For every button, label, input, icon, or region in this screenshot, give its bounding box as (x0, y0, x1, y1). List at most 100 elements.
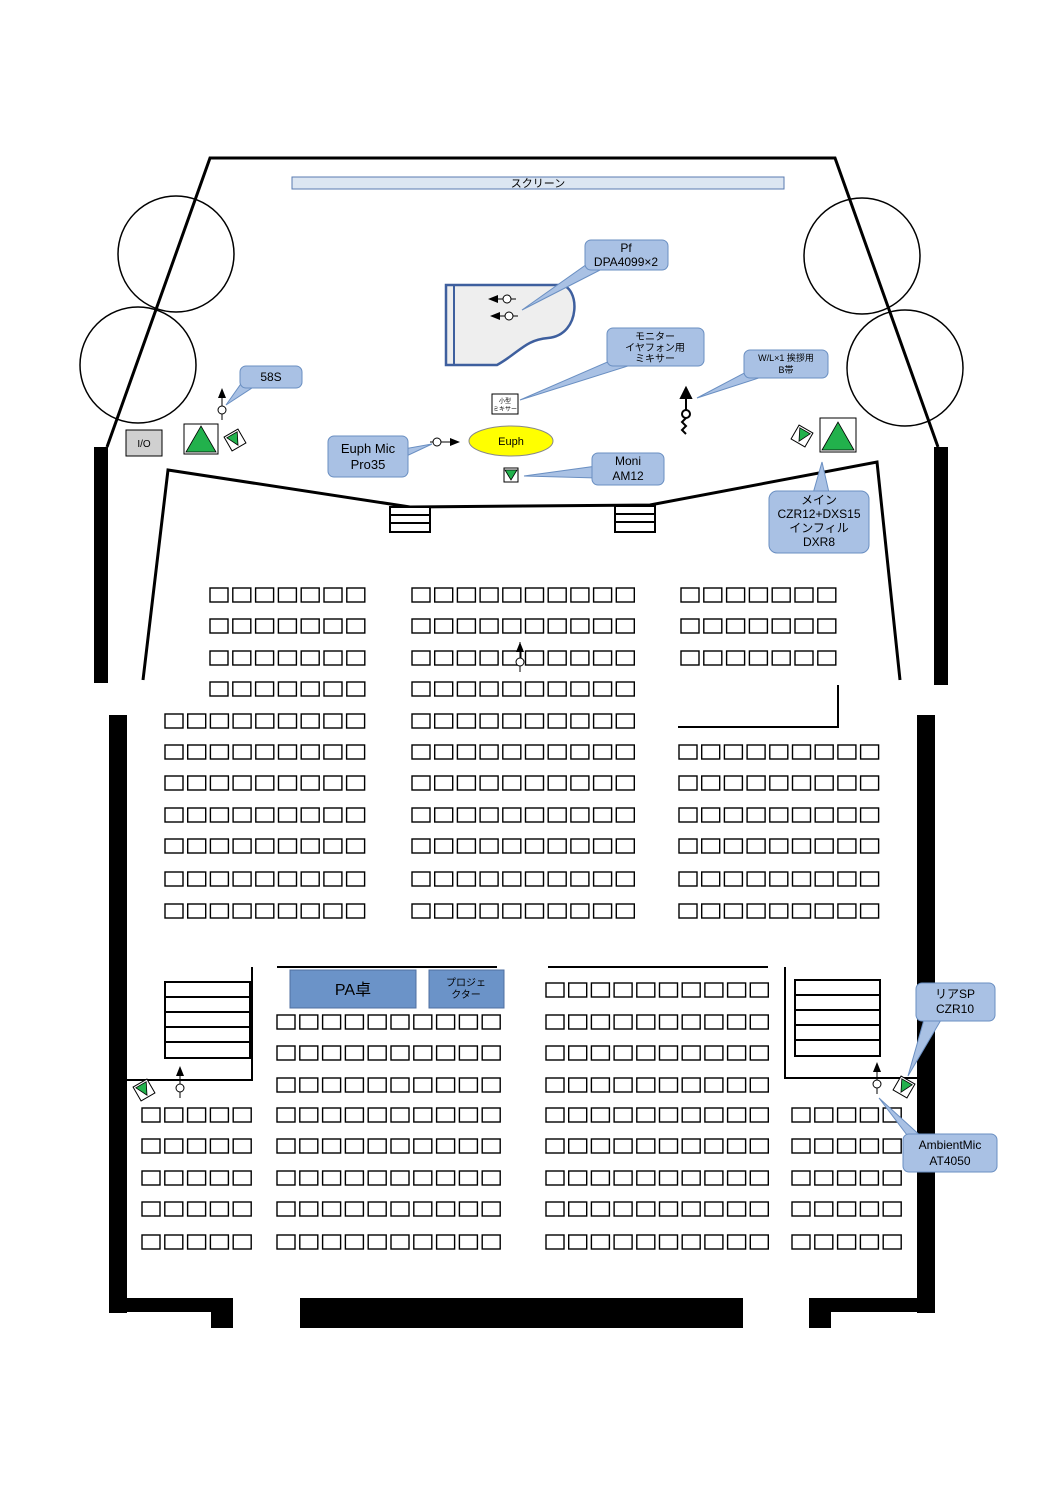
seat (547, 681, 567, 697)
seat (636, 1170, 656, 1186)
seat (479, 871, 499, 887)
seat (636, 1014, 656, 1030)
seat (321, 1077, 342, 1093)
pa-desk: PA卓 (289, 969, 417, 1009)
seat (434, 903, 454, 919)
seat (836, 1107, 857, 1123)
seat (321, 1234, 342, 1250)
right-staircase (794, 979, 881, 1057)
seat (615, 587, 635, 603)
seat (434, 650, 454, 666)
seat (390, 1138, 410, 1154)
seat (186, 1201, 207, 1217)
seat (479, 618, 499, 634)
seat (726, 1045, 747, 1061)
seat (547, 650, 567, 666)
seat (323, 903, 343, 919)
seat (300, 681, 320, 697)
seat (613, 1014, 633, 1030)
seat (141, 1170, 161, 1186)
seat (479, 775, 499, 791)
seat (186, 775, 207, 791)
seat (300, 871, 320, 887)
right-main-speaker-icon (819, 417, 857, 453)
seat (658, 1045, 679, 1061)
seat (413, 1014, 433, 1030)
seat (748, 587, 769, 603)
svg-text:クター: クター (451, 989, 481, 1001)
seat (323, 650, 343, 666)
seat (186, 1234, 207, 1250)
seat (209, 681, 229, 697)
grand-piano (444, 283, 576, 367)
seat (344, 1201, 365, 1217)
seat (837, 903, 857, 919)
seat (524, 650, 545, 666)
svg-text:小型: 小型 (499, 397, 511, 405)
seat (255, 838, 275, 854)
seat (859, 744, 880, 760)
seat (859, 838, 880, 854)
seat (367, 1201, 387, 1217)
seat (186, 903, 207, 919)
seat (748, 650, 769, 666)
seat (456, 807, 477, 823)
seat (323, 744, 343, 760)
seat (502, 871, 522, 887)
seat (456, 744, 477, 760)
svg-text:DPA4099×2: DPA4099×2 (594, 255, 658, 269)
seat (791, 1170, 811, 1186)
seat (658, 1201, 679, 1217)
seat (411, 681, 431, 697)
seat (836, 1234, 857, 1250)
seat (232, 1138, 252, 1154)
seat (590, 982, 611, 998)
seat (615, 838, 635, 854)
seat (791, 1138, 811, 1154)
seat (435, 1107, 456, 1123)
projection-screen: スクリーン (291, 176, 785, 190)
seat (636, 1138, 656, 1154)
seat (590, 1170, 611, 1186)
seat (456, 903, 477, 919)
seat (590, 1234, 611, 1250)
seat (345, 713, 366, 729)
seat (547, 807, 567, 823)
seat (791, 807, 812, 823)
seat (299, 1107, 319, 1123)
seat (411, 903, 431, 919)
euph-label: Euph (498, 436, 524, 448)
seat (545, 1138, 565, 1154)
seat (456, 838, 477, 854)
seat (479, 807, 499, 823)
seat (186, 871, 207, 887)
svg-text:Pro35: Pro35 (351, 457, 386, 472)
seat (592, 587, 613, 603)
seat (321, 1138, 342, 1154)
seat (791, 775, 812, 791)
svg-text:AT4050: AT4050 (929, 1154, 970, 1168)
seat (458, 1170, 479, 1186)
svg-text:イヤフォン用: イヤフォン用 (625, 343, 685, 354)
seat (434, 775, 454, 791)
seat (411, 871, 431, 887)
rear-mic-left-icon (175, 1066, 185, 1098)
seat (344, 1107, 365, 1123)
seat (704, 1077, 724, 1093)
seat (232, 681, 252, 697)
seat (568, 1138, 588, 1154)
seat (771, 650, 791, 666)
seat (502, 807, 522, 823)
svg-text:Moni: Moni (615, 454, 641, 468)
seat (390, 1170, 410, 1186)
seat (791, 871, 812, 887)
seat (413, 1107, 433, 1123)
seat (435, 1170, 456, 1186)
seat (300, 775, 320, 791)
seat (323, 807, 343, 823)
seat (232, 807, 252, 823)
seat (344, 1077, 365, 1093)
seat (723, 775, 744, 791)
seat (164, 713, 184, 729)
seat (435, 1201, 456, 1217)
